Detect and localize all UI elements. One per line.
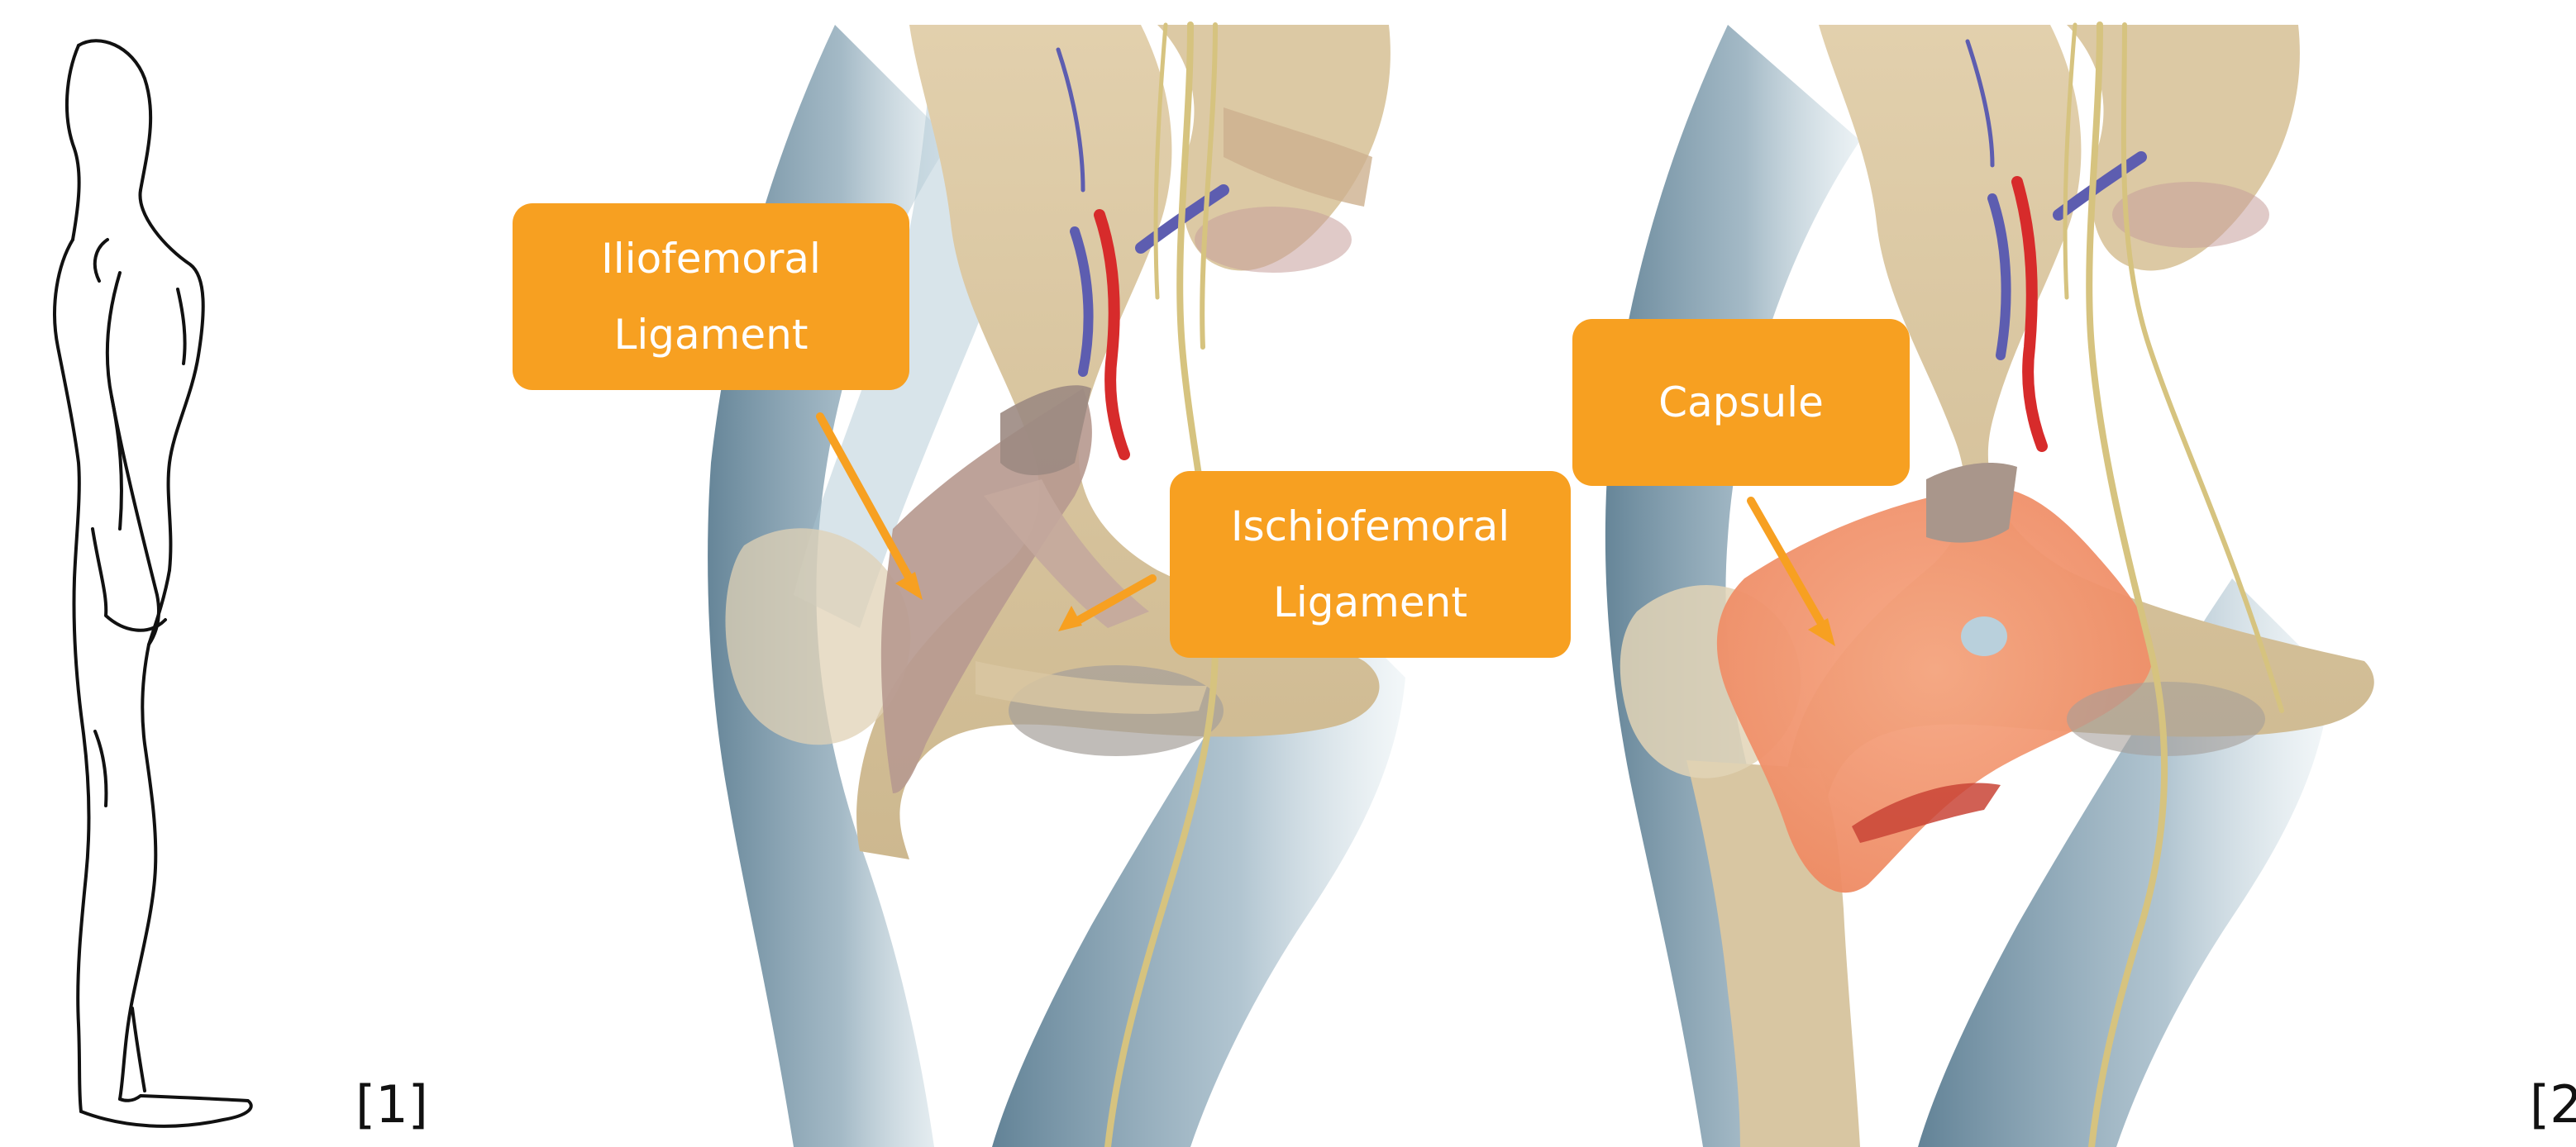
panel-capsule [1605, 25, 2374, 1147]
ischiofemoral-label-line-2: Ligament [1231, 564, 1510, 640]
human-figure-drawing [55, 40, 251, 1126]
reference-marker-1: [1] [355, 1074, 428, 1135]
iliofemoral-label-line-1: Iliofemoral [601, 221, 821, 297]
iliofemoral-label-line-2: Ligament [601, 297, 821, 373]
iliofemoral-ligament-label: Iliofemoral Ligament [513, 203, 909, 390]
ischiofemoral-ligament-label: Ischiofemoral Ligament [1170, 471, 1571, 658]
reference-marker-2: [2 [2530, 1074, 2576, 1135]
capsule-label: Capsule [1572, 319, 1910, 486]
ischiofemoral-label-line-1: Ischiofemoral [1231, 488, 1510, 564]
capsule-label-line-1: Capsule [1658, 364, 1824, 440]
